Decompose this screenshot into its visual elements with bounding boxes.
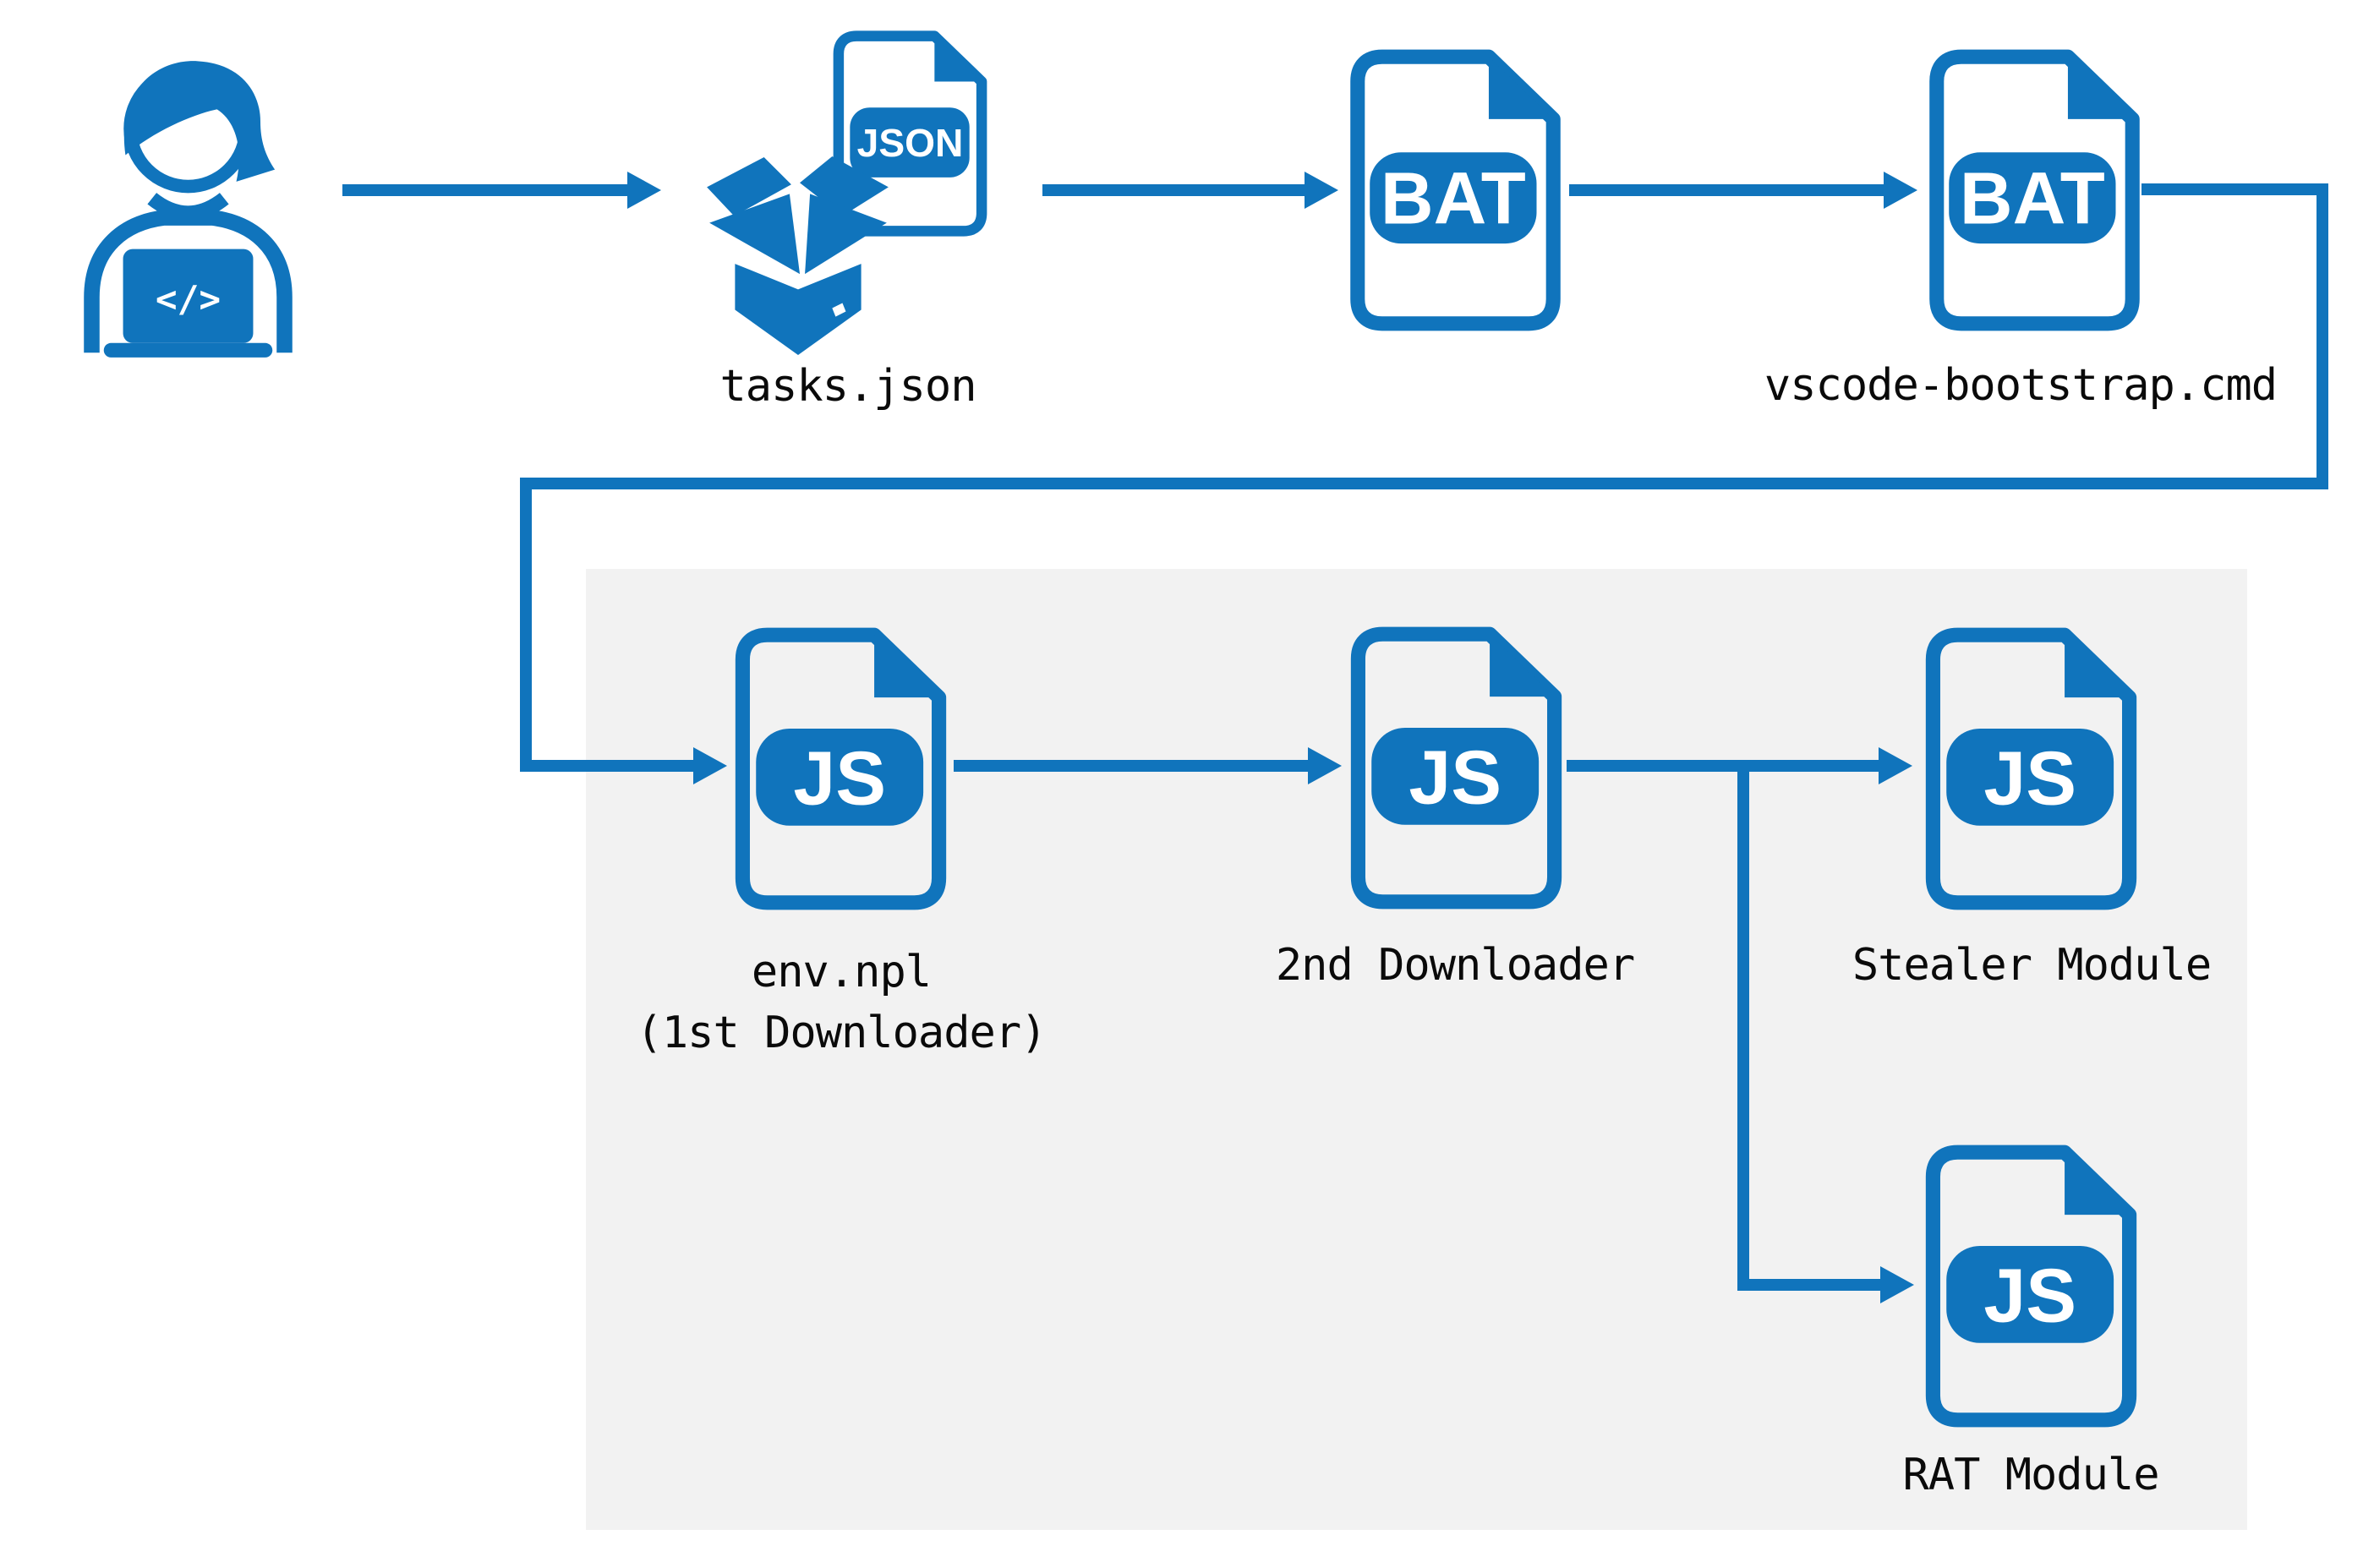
bat-badge-label: BAT [1381,157,1526,239]
arrow-developer-to-tasksjson [342,184,630,196]
connector-bat2-to-envnpl [520,478,532,772]
label-vscode-bootstrap-cmd: vscode-bootstrap.cmd [1764,360,2278,411]
developer-icon: </> [84,61,293,358]
open-box-icon [707,156,889,355]
label-rat-module: RAT Module [1902,1450,2159,1500]
connector-bat2-to-envnpl [2141,183,2328,195]
connector-bat2-to-envnpl [520,760,695,772]
js-badge-label: JS [1983,1254,2076,1339]
arrowhead-icon [693,747,727,784]
bat-file-icon: BAT [1350,49,1561,331]
arrow-envnpl-to-downloader2 [954,760,1310,772]
js-file-icon: JS [1925,1145,2137,1428]
label-1st-downloader: (1st Downloader) [636,1008,1047,1058]
arrowhead-icon [1884,172,1917,209]
js-badge-label: JS [1409,736,1501,821]
arrowhead-icon [1305,172,1338,209]
label-tasks-json: tasks.json [719,361,976,412]
arrowhead-icon [1880,1266,1914,1303]
label-stealer-module: Stealer Module [1852,940,2212,991]
bat-file-icon: BAT [1929,49,2140,331]
connector-downloader2-to-rat [1737,766,1749,1291]
connector-bat2-to-envnpl [2317,183,2328,489]
js-badge-label: JS [1983,737,2076,822]
code-glyph: </> [156,279,221,321]
arrow-tasksjson-to-bat1 [1042,184,1306,196]
arrow-downloader2-to-stealer [1567,760,1880,772]
label-2nd-downloader: 2nd Downloader [1275,940,1635,991]
label-env-npl: env.npl [751,947,932,997]
bat-badge-label: BAT [1960,157,2105,239]
js-file-icon: JS [735,627,947,910]
json-badge-label: JSON [857,121,964,165]
arrowhead-icon [627,172,661,209]
connector-downloader2-to-rat [1737,1279,1882,1291]
js-file-icon: JS [1350,626,1562,910]
connector-bat2-to-envnpl [520,478,2328,489]
arrowhead-icon [1879,747,1912,784]
js-file-icon: JS [1925,627,2137,910]
arrowhead-icon [1308,747,1342,784]
arrow-bat1-to-bat2 [1569,184,1885,196]
js-badge-label: JS [793,737,886,822]
